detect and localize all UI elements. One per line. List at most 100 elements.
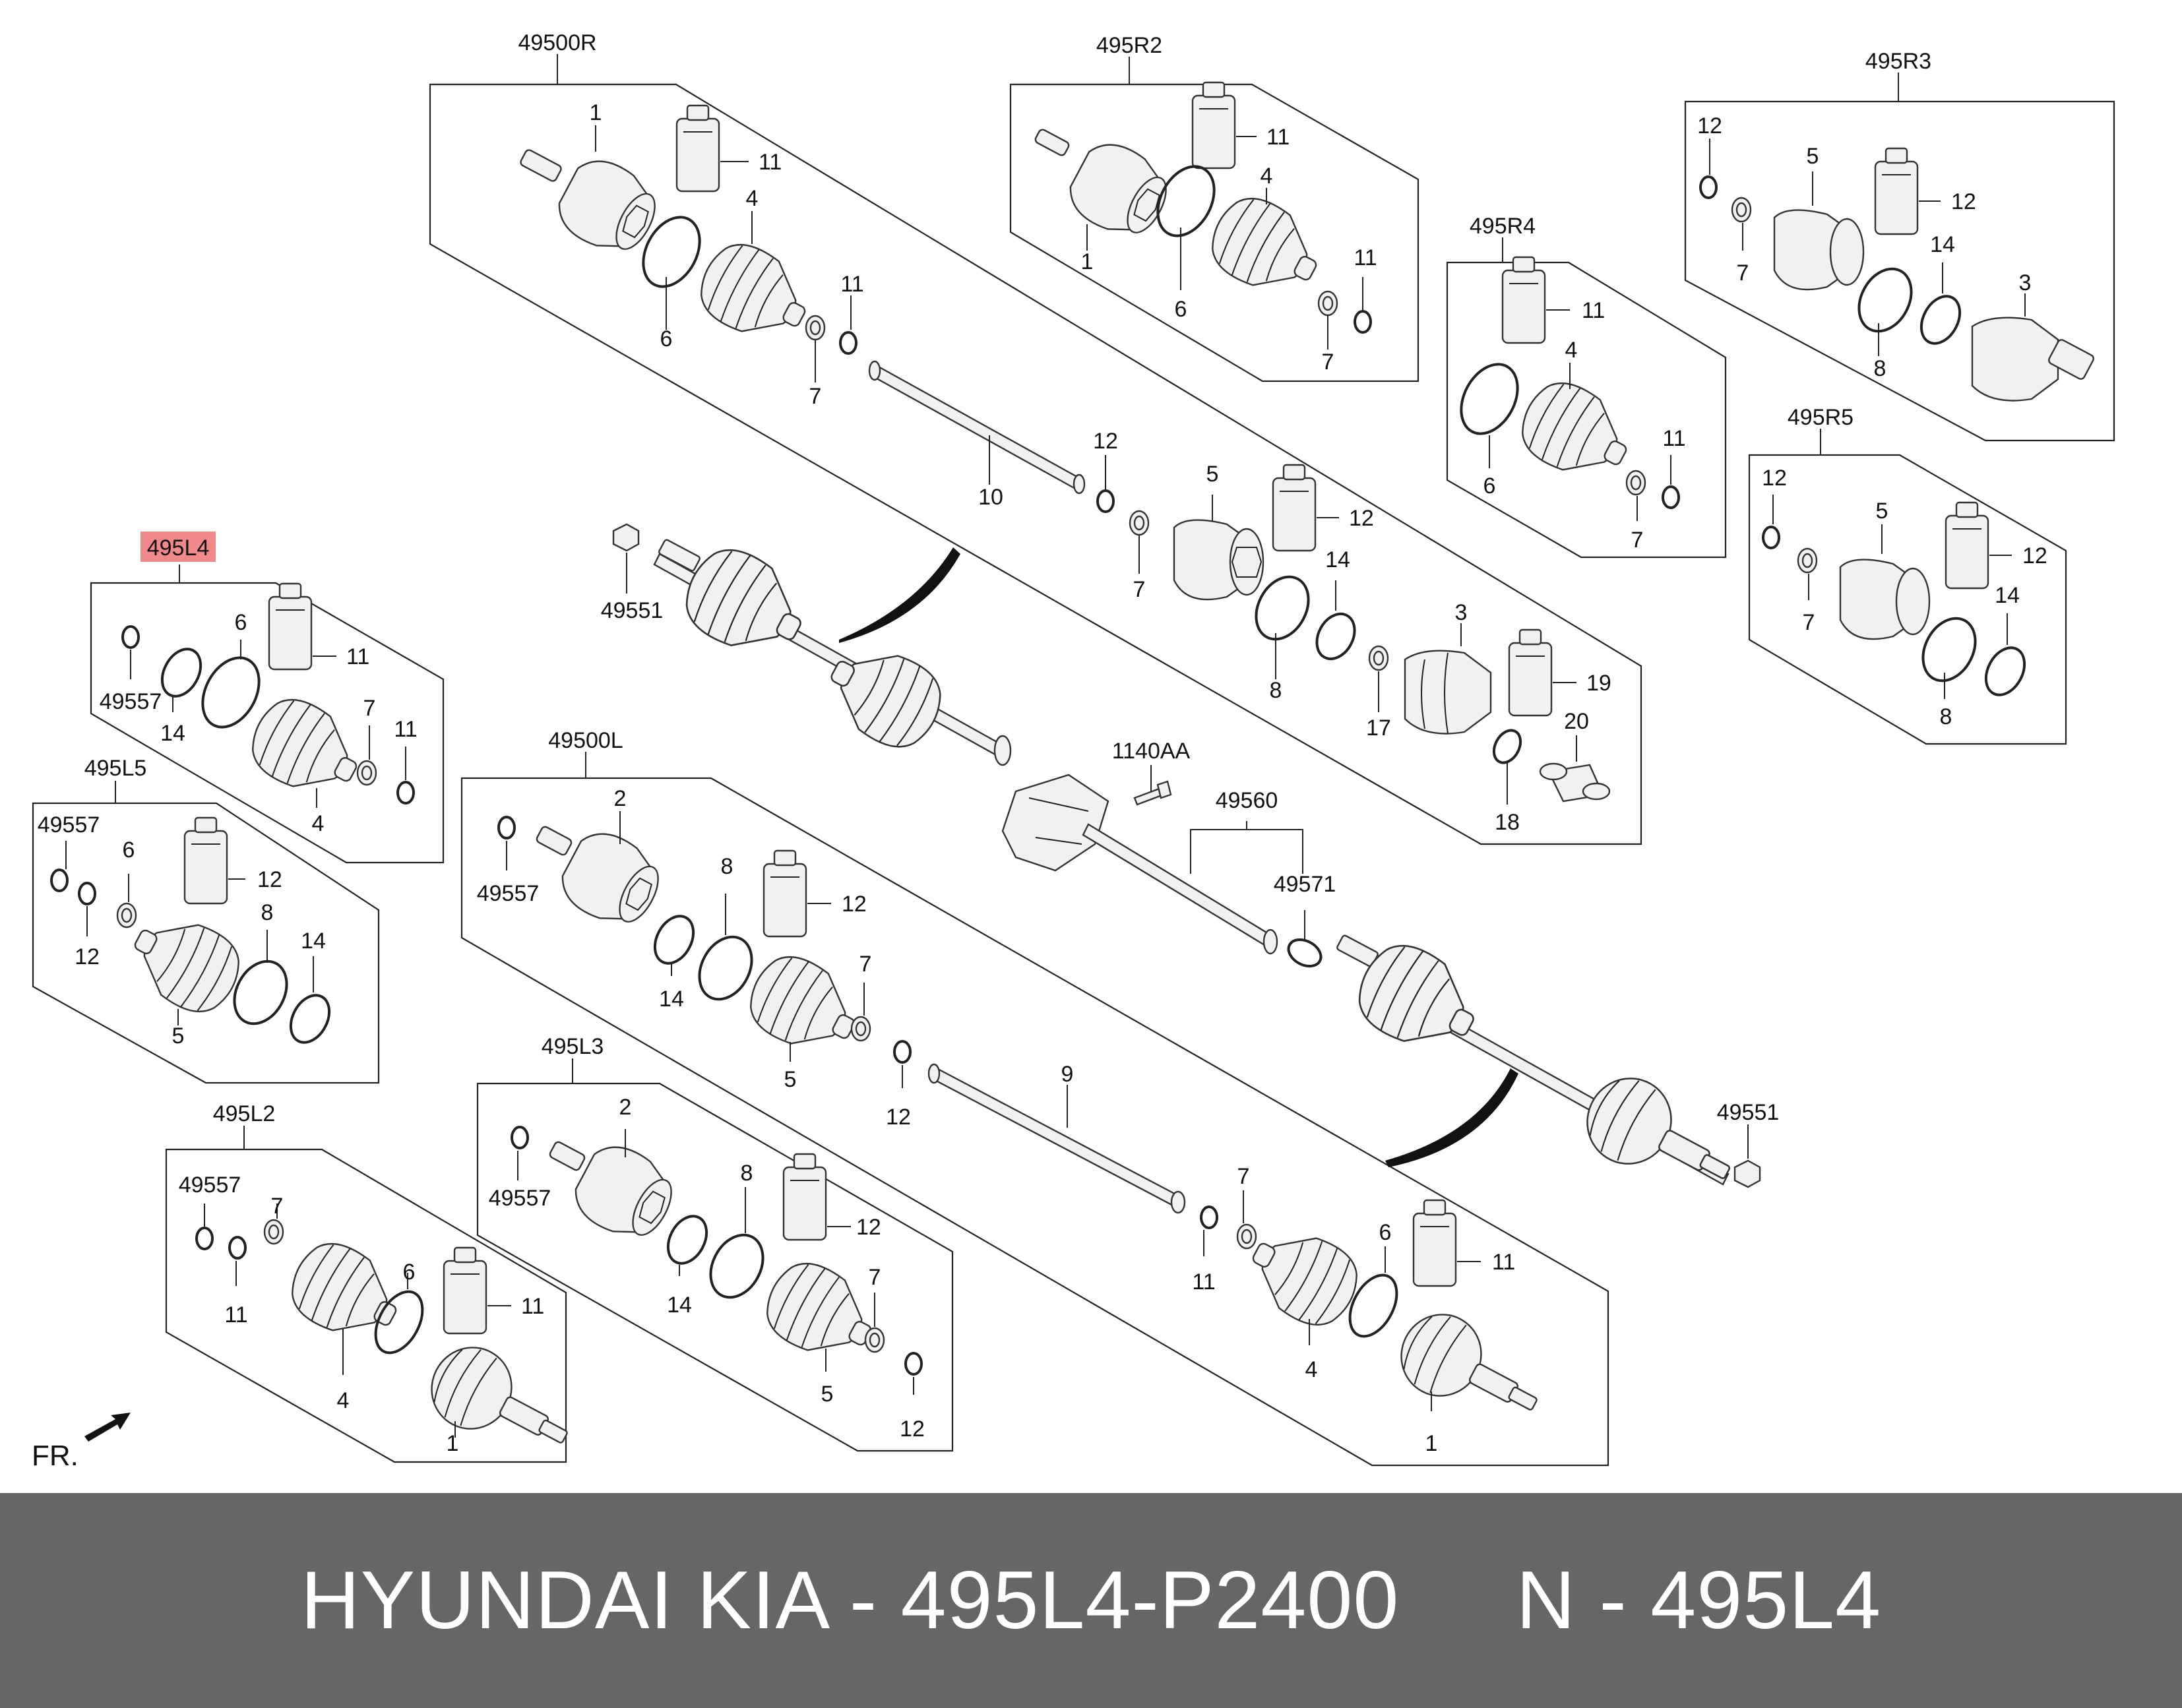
part-nut-49551-lower	[1733, 1159, 1761, 1188]
part-bolt-1140AA	[1133, 780, 1172, 806]
label-495R5: 495R5	[1788, 405, 1854, 430]
frame-495R3	[1684, 100, 2115, 442]
part-number-callout: 6	[403, 1260, 416, 1285]
part-number-callout: 11	[1582, 298, 1605, 323]
part-number-callout: 19	[1586, 671, 1611, 696]
part-number-callout: 8	[721, 854, 733, 879]
part-number-callout: 5	[1876, 499, 1888, 524]
part-number-callout: 7	[1803, 610, 1815, 635]
part-joint-5-r5	[1839, 559, 1931, 640]
part-number-callout: 12	[842, 892, 867, 917]
part-shaft-assembly-upper	[653, 535, 1012, 766]
part-number-callout: 4	[337, 1388, 350, 1413]
part-number-callout: 6	[1175, 297, 1187, 322]
part-number-callout: 4	[312, 811, 325, 836]
part-joint-3	[1404, 650, 1492, 735]
part-number-callout: 5	[1206, 462, 1219, 487]
callout-49557-l5: 49557	[38, 812, 100, 838]
part-number-callout: 20	[1564, 709, 1589, 734]
part-number-callout: 14	[1995, 583, 2020, 608]
frame-495L5	[32, 802, 380, 1084]
part-number-callout: 11	[1192, 1269, 1215, 1295]
part-joint-5	[1173, 519, 1264, 601]
frame-495R5	[1748, 454, 2067, 745]
callout-49551-upper: 49551	[601, 598, 664, 623]
label-495R3: 495R3	[1865, 49, 1931, 74]
part-number-callout: 8	[261, 900, 274, 925]
label-495L3: 495L3	[542, 1034, 604, 1059]
part-number-callout: 12	[900, 1417, 925, 1442]
part-number-callout: 11	[521, 1294, 544, 1319]
callout-49557-49500L: 49557	[477, 881, 540, 906]
part-20	[1539, 762, 1611, 803]
part-number-callout: 12	[75, 944, 100, 969]
part-nut-49551-upper	[612, 523, 640, 552]
frame-495L2	[165, 1148, 567, 1463]
part-number-callout: 5	[172, 1023, 185, 1049]
part-number-callout: 10	[978, 485, 1003, 510]
part-number-callout: 12	[1951, 189, 1976, 214]
part-joint-3-r3	[1971, 317, 2094, 402]
part-number-callout: 1	[447, 1431, 459, 1456]
part-number-callout: 11	[840, 272, 863, 297]
part-number-callout: 12	[1093, 429, 1118, 454]
callout-49557-l3: 49557	[489, 1186, 551, 1211]
part-number-callout: 6	[1483, 473, 1496, 499]
part-joint-2	[536, 821, 672, 938]
part-shaft-10	[868, 360, 1086, 495]
part-number-callout: 14	[667, 1293, 692, 1318]
label-495R2: 495R2	[1096, 33, 1162, 58]
part-number-callout: 11	[346, 644, 369, 669]
part-number-callout: 14	[659, 987, 684, 1012]
highlight-495L4	[140, 532, 216, 562]
part-joint-1-r2	[1034, 129, 1180, 249]
part-number-callout: 4	[1305, 1357, 1318, 1382]
part-number-callout: 8	[1270, 678, 1282, 703]
part-number-callout: 11	[1354, 245, 1377, 270]
callout-49551-lower: 49551	[1717, 1100, 1780, 1125]
part-joint-2-l3	[549, 1134, 685, 1252]
part-number-callout: 11	[224, 1302, 247, 1327]
part-number-callout: 7	[1322, 350, 1334, 375]
part-number-callout: 7	[1737, 260, 1749, 286]
part-number-callout: 9	[1061, 1062, 1074, 1087]
part-number-callout: 12	[1349, 506, 1374, 531]
part-number-callout: 7	[809, 384, 822, 409]
part-number-callout: 12	[257, 867, 282, 892]
label-49500R: 49500R	[518, 30, 596, 55]
part-number-callout: 1	[590, 100, 602, 125]
part-number-callout: 12	[856, 1215, 881, 1240]
parts-diagram: 49500R 495R2 495R3 495R4 495R5 495L4 495…	[32, 30, 2115, 1475]
callout-49560: 49560	[1216, 788, 1278, 813]
part-number-callout: 11	[1492, 1250, 1515, 1275]
part-number-callout: 6	[235, 610, 247, 635]
frame-495L4	[90, 582, 445, 864]
label-495L2: 495L2	[213, 1101, 276, 1126]
frame-49500R	[429, 83, 1642, 845]
part-number-callout: 1	[1425, 1431, 1438, 1456]
part-shaft-assembly-lower	[1336, 930, 1749, 1212]
part-number-callout: 7	[271, 1194, 284, 1219]
part-number-callout: 7	[363, 696, 376, 721]
part-number-callout: 5	[1807, 144, 1819, 169]
part-number-callout: 5	[784, 1067, 797, 1092]
part-number-callout: 11	[1662, 426, 1685, 451]
label-495L4: 495L4	[147, 535, 210, 561]
label-49500L: 49500L	[548, 728, 623, 753]
part-number-callout: 18	[1495, 810, 1520, 835]
part-number-callout: 7	[869, 1265, 881, 1290]
frame-49500L	[460, 777, 1609, 1467]
part-number-callout: 11	[394, 717, 417, 742]
part-number-callout: 8	[1874, 356, 1886, 381]
part-number-callout: 2	[614, 786, 627, 811]
part-number-callout: 8	[1940, 704, 1952, 729]
part-number-callout: 4	[1565, 338, 1578, 363]
callout-49557-l2: 49557	[179, 1173, 241, 1198]
part-number-callout: 14	[160, 721, 185, 746]
label-495L5: 495L5	[84, 756, 147, 781]
part-joint-5-r3	[1773, 209, 1865, 291]
part-number-callout: 11	[759, 150, 782, 175]
part-number-callout: 12	[2022, 543, 2047, 568]
part-number-callout: 17	[1366, 716, 1391, 741]
part-number-callout: 14	[301, 929, 326, 954]
